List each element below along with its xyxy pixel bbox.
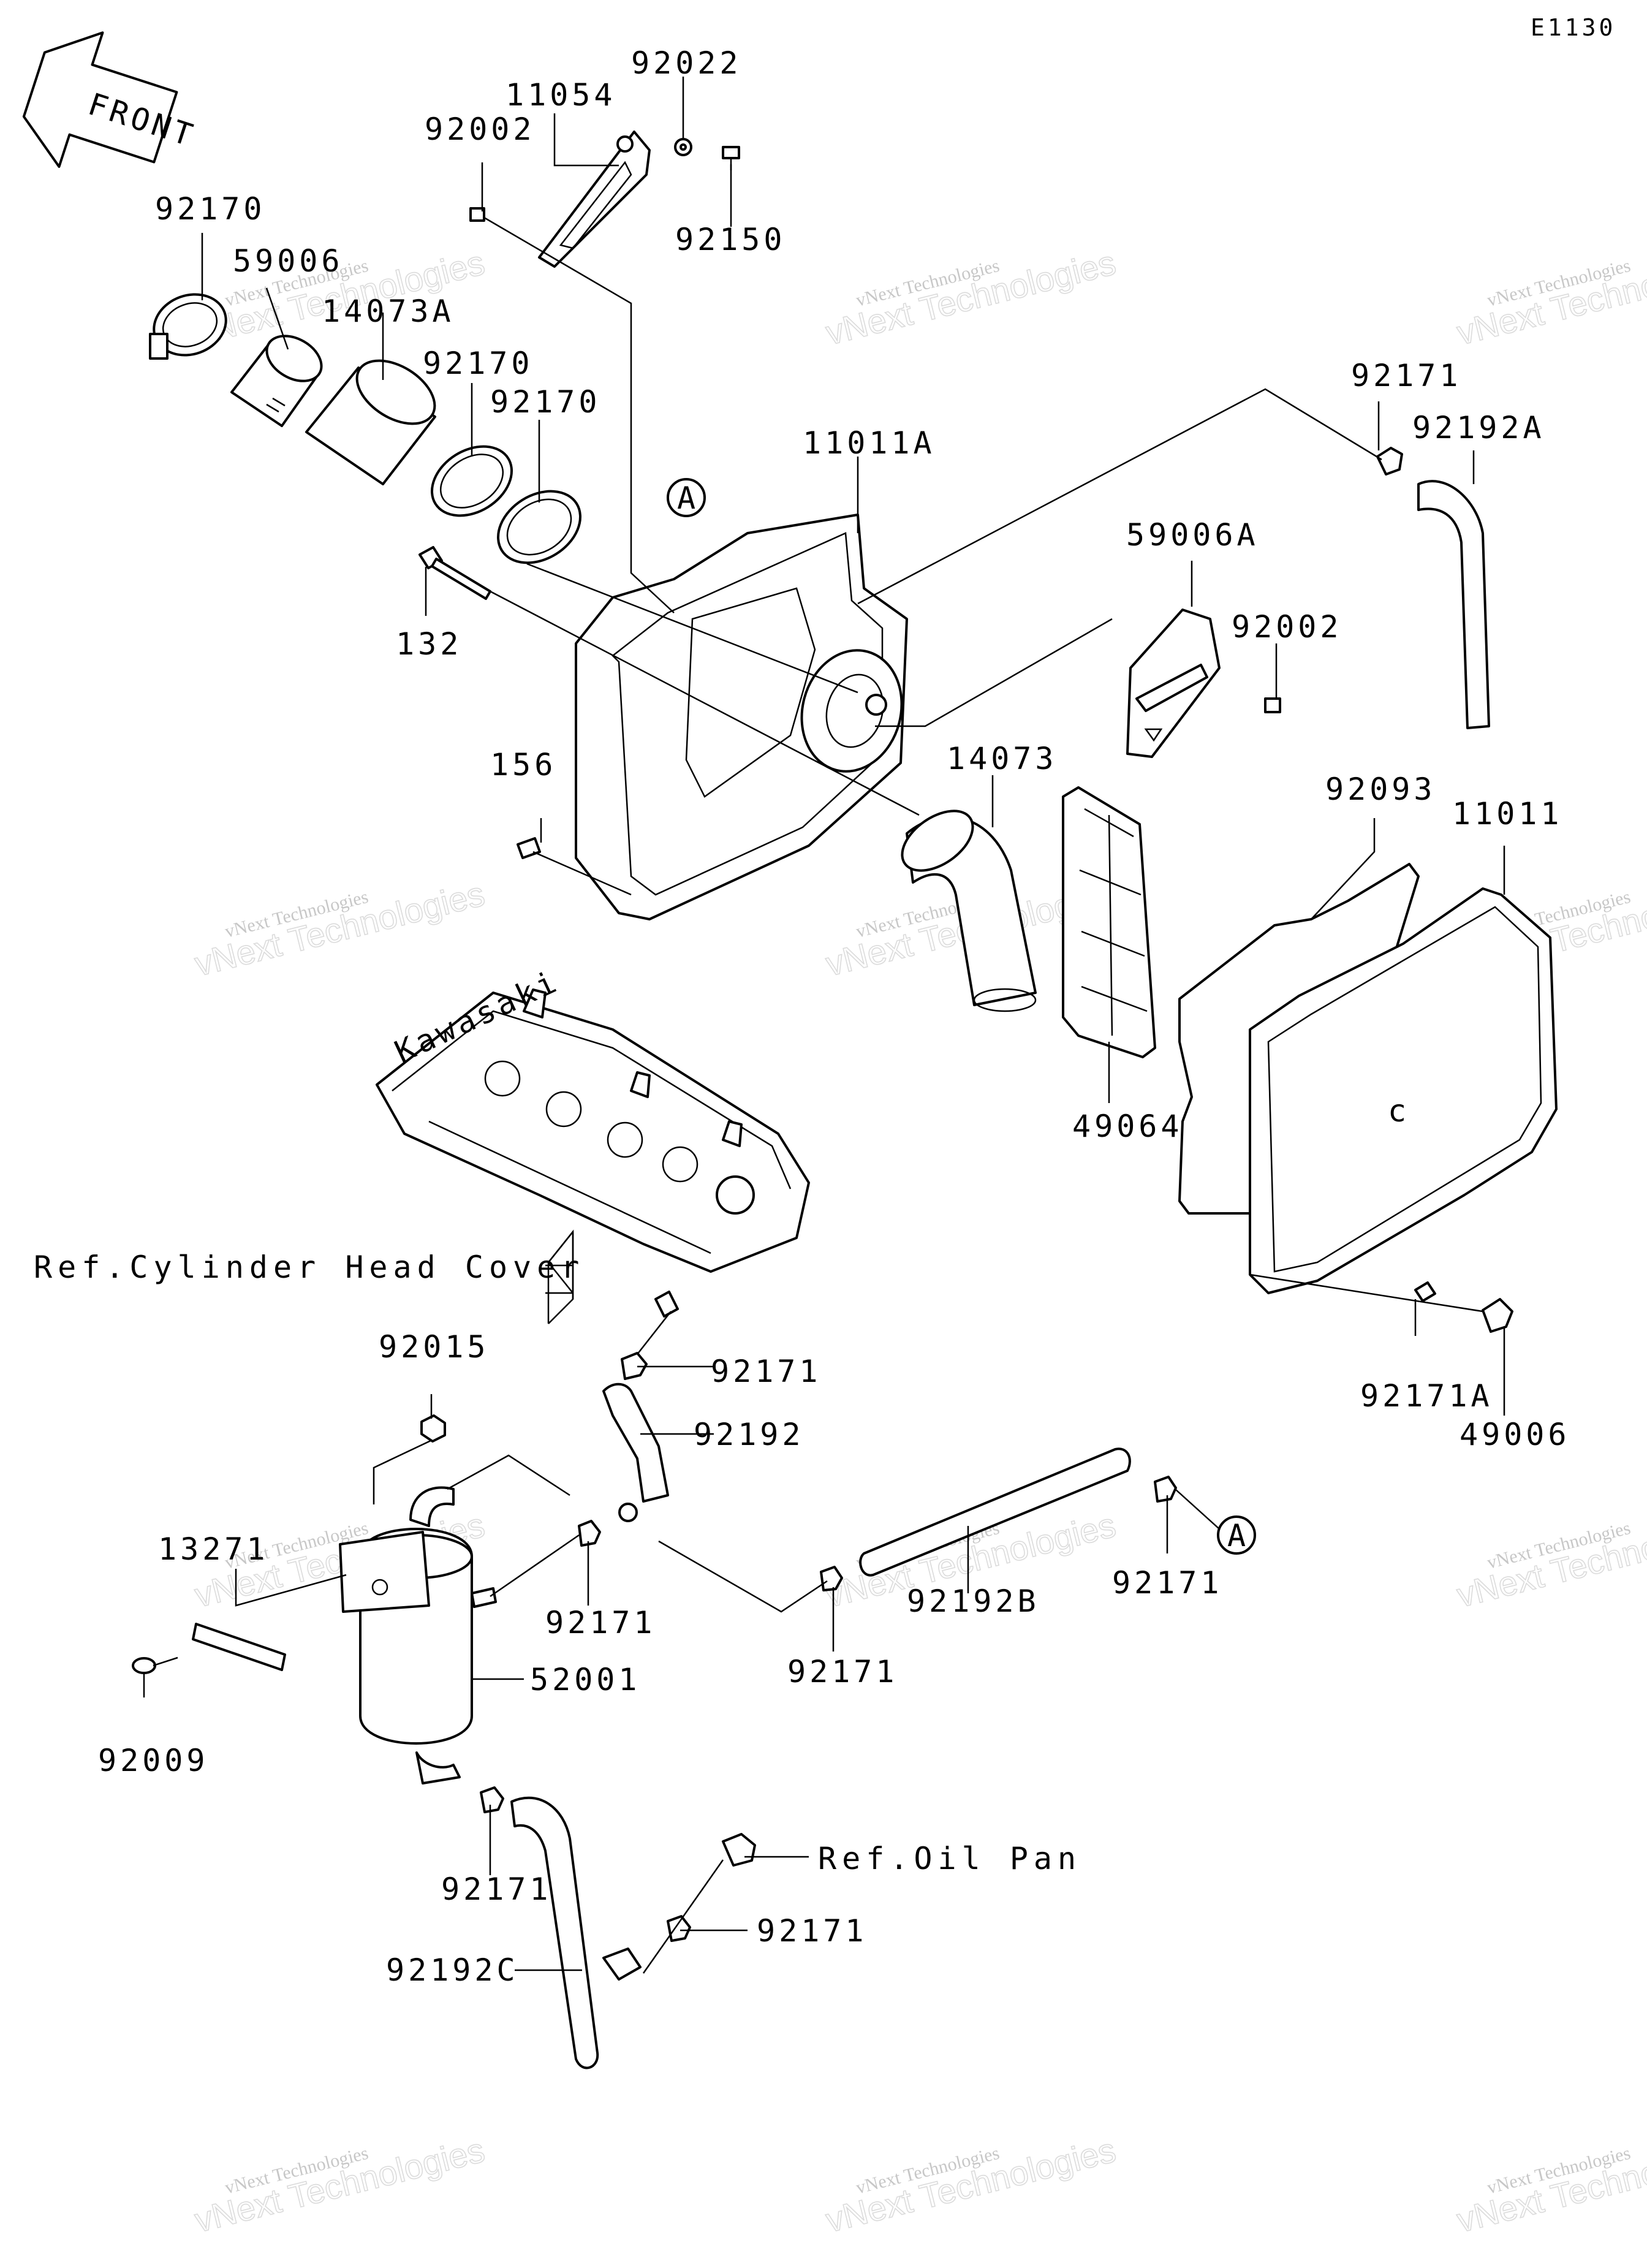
- clip-92171a-icon: [1414, 1281, 1436, 1302]
- hose-92192-icon: [602, 1382, 669, 1503]
- part-label-92171: 92171: [545, 1605, 656, 1640]
- part-label-92171: 92171: [711, 1354, 822, 1389]
- filter-element-49064-icon: [1062, 786, 1156, 1058]
- part-label-92002: 92002: [1232, 609, 1342, 645]
- clamp-92171-icon: [667, 1915, 691, 1942]
- clamp-92171-icon: [578, 1520, 601, 1547]
- part-label-49064: 49064: [1072, 1109, 1183, 1144]
- callout-a-label: A: [677, 480, 699, 516]
- part-label-92192: 92192: [694, 1417, 805, 1452]
- callout-a-icon: A: [1217, 1515, 1256, 1555]
- part-label-92171a: 92171A: [1360, 1378, 1493, 1414]
- separator-52001-icon: [339, 1486, 497, 1784]
- sleeve-59006-icon: [230, 335, 323, 427]
- part-label-52001: 52001: [530, 1662, 641, 1697]
- duct-14073a-icon: [305, 359, 436, 485]
- watermark: vNext Technologies vNext Technologies: [191, 874, 489, 984]
- air-cleaner-cover-11011: c: [1249, 887, 1558, 1294]
- part-label-49006: 49006: [1460, 1417, 1570, 1452]
- part-labels: 92022 11054 92002 92150 92170 59006 1407…: [34, 45, 1570, 1988]
- bolt-92009-icon: [132, 1657, 156, 1674]
- cap-49006-icon: [1482, 1298, 1513, 1333]
- part-label-11011a: 11011A: [803, 425, 936, 461]
- watermark: vNext Technologies vNext Technologies: [822, 2130, 1120, 2240]
- hose-92192b-icon: [859, 1447, 1131, 1577]
- watermarks: vNext Technologies vNext Technologies vN…: [191, 243, 1647, 2240]
- part-label-92171: 92171: [787, 1654, 898, 1690]
- cylinder-head-cover: Kawasaki: [376, 963, 810, 1273]
- front-arrow: FRONT: [22, 31, 200, 169]
- part-label-92022: 92022: [631, 45, 742, 81]
- bolt-92002-icon: [469, 207, 485, 222]
- bolt-156-icon: [517, 837, 541, 859]
- part-label-92015: 92015: [379, 1329, 490, 1365]
- part-label-92093: 92093: [1325, 772, 1436, 807]
- clamp-92171-icon: [1376, 447, 1403, 476]
- part-label-92192b: 92192B: [907, 1583, 1040, 1619]
- part-label-92150: 92150: [675, 222, 786, 257]
- part-label-11054: 11054: [505, 77, 616, 113]
- clamp-92171-icon: [820, 1566, 843, 1591]
- watermark: vNext Technologies vNext Technologies: [1453, 243, 1647, 353]
- callout-a-label: A: [1227, 1518, 1249, 1553]
- svg-text:c: c: [1388, 1093, 1410, 1129]
- bolt-92002-icon: [1264, 697, 1281, 713]
- part-label-92192a: 92192A: [1412, 410, 1545, 446]
- part-label-92009: 92009: [98, 1743, 209, 1778]
- ref-oil-pan: Ref.Oil Pan: [818, 1841, 1081, 1876]
- part-label-59006a: 59006A: [1126, 517, 1259, 553]
- part-label-13271: 13271: [158, 1531, 269, 1567]
- hose-92192a-icon: [1417, 480, 1490, 729]
- part-label-11011: 11011: [1452, 796, 1563, 832]
- air-cleaner-housing-11011a: [575, 514, 908, 920]
- watermark: vNext Technologies vNext Technologies: [191, 2130, 489, 2240]
- stay-13271-icon: [192, 1623, 286, 1671]
- part-label-92170: 92170: [490, 384, 601, 420]
- clamp-92170-icon: [430, 445, 513, 517]
- part-label-92171: 92171: [1351, 358, 1462, 393]
- bolt-132-icon: [418, 546, 491, 600]
- part-label-92171: 92171: [757, 1913, 868, 1949]
- part-label-14073a: 14073A: [322, 294, 455, 329]
- fitting-icon: [722, 1833, 756, 1867]
- part-label-132: 132: [396, 626, 462, 662]
- part-label-92192c: 92192C: [386, 1952, 519, 1988]
- bracket-11054: [538, 131, 651, 268]
- nut-92015-icon: [420, 1414, 446, 1443]
- part-label-92171: 92171: [1112, 1565, 1223, 1601]
- part-label-92002: 92002: [425, 112, 536, 147]
- part-label-59006: 59006: [233, 243, 344, 279]
- clamp-92171-icon: [621, 1352, 648, 1380]
- callout-a-icon: A: [667, 478, 706, 517]
- clamp-92171-icon: [1154, 1476, 1177, 1503]
- plate-59006a-icon: [1126, 609, 1221, 758]
- watermark: vNext Technologies vNext Technologies: [1453, 2130, 1647, 2240]
- diagram-code: E1130: [1531, 14, 1616, 41]
- clamp-92171-icon: [480, 1786, 504, 1813]
- part-label-156: 156: [490, 747, 556, 783]
- hose-92192c-icon: [510, 1796, 599, 2069]
- part-label-14073: 14073: [947, 741, 1058, 776]
- part-label-92170: 92170: [423, 346, 534, 381]
- front-arrow-icon: [22, 31, 178, 169]
- watermark: vNext Technologies vNext Technologies: [1453, 1505, 1647, 1615]
- watermark: vNext Technologies vNext Technologies: [822, 243, 1120, 353]
- clamp-92170-icon: [497, 490, 581, 564]
- elbow-14073-icon: [901, 810, 1037, 1012]
- part-label-92170: 92170: [155, 191, 266, 227]
- ref-cylinder-head-cover: Ref.Cylinder Head Cover: [34, 1250, 585, 1285]
- part-label-92171: 92171: [441, 1872, 552, 1907]
- leader-lines: [143, 77, 1505, 1974]
- clamp-92170-icon: [149, 293, 227, 360]
- fitting-icon: [654, 1291, 679, 1318]
